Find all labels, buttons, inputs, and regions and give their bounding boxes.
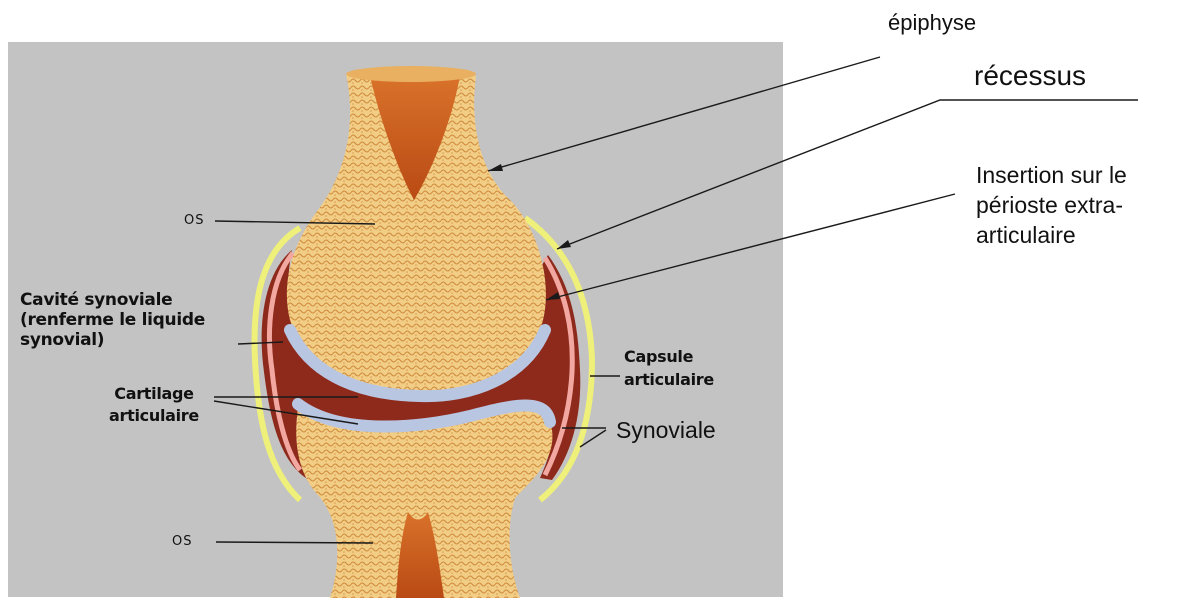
label-os-upper: OS bbox=[184, 213, 204, 228]
label-recessus: récessus bbox=[974, 60, 1086, 92]
label-insertion-periosteum: Insertion sur le périoste extra-articula… bbox=[976, 160, 1186, 250]
label-synovial-cavity: Cavité synoviale (renferme le liquide sy… bbox=[20, 290, 260, 350]
label-os-lower: OS bbox=[172, 534, 192, 549]
label-articular-cartilage: Cartilage articulaire bbox=[94, 383, 214, 427]
label-epiphyse: épiphyse bbox=[888, 10, 976, 36]
label-synovial-membrane: Synoviale bbox=[616, 417, 716, 444]
bone-top-surface bbox=[346, 66, 476, 82]
label-joint-capsule: Capsule articulaire bbox=[624, 345, 764, 391]
